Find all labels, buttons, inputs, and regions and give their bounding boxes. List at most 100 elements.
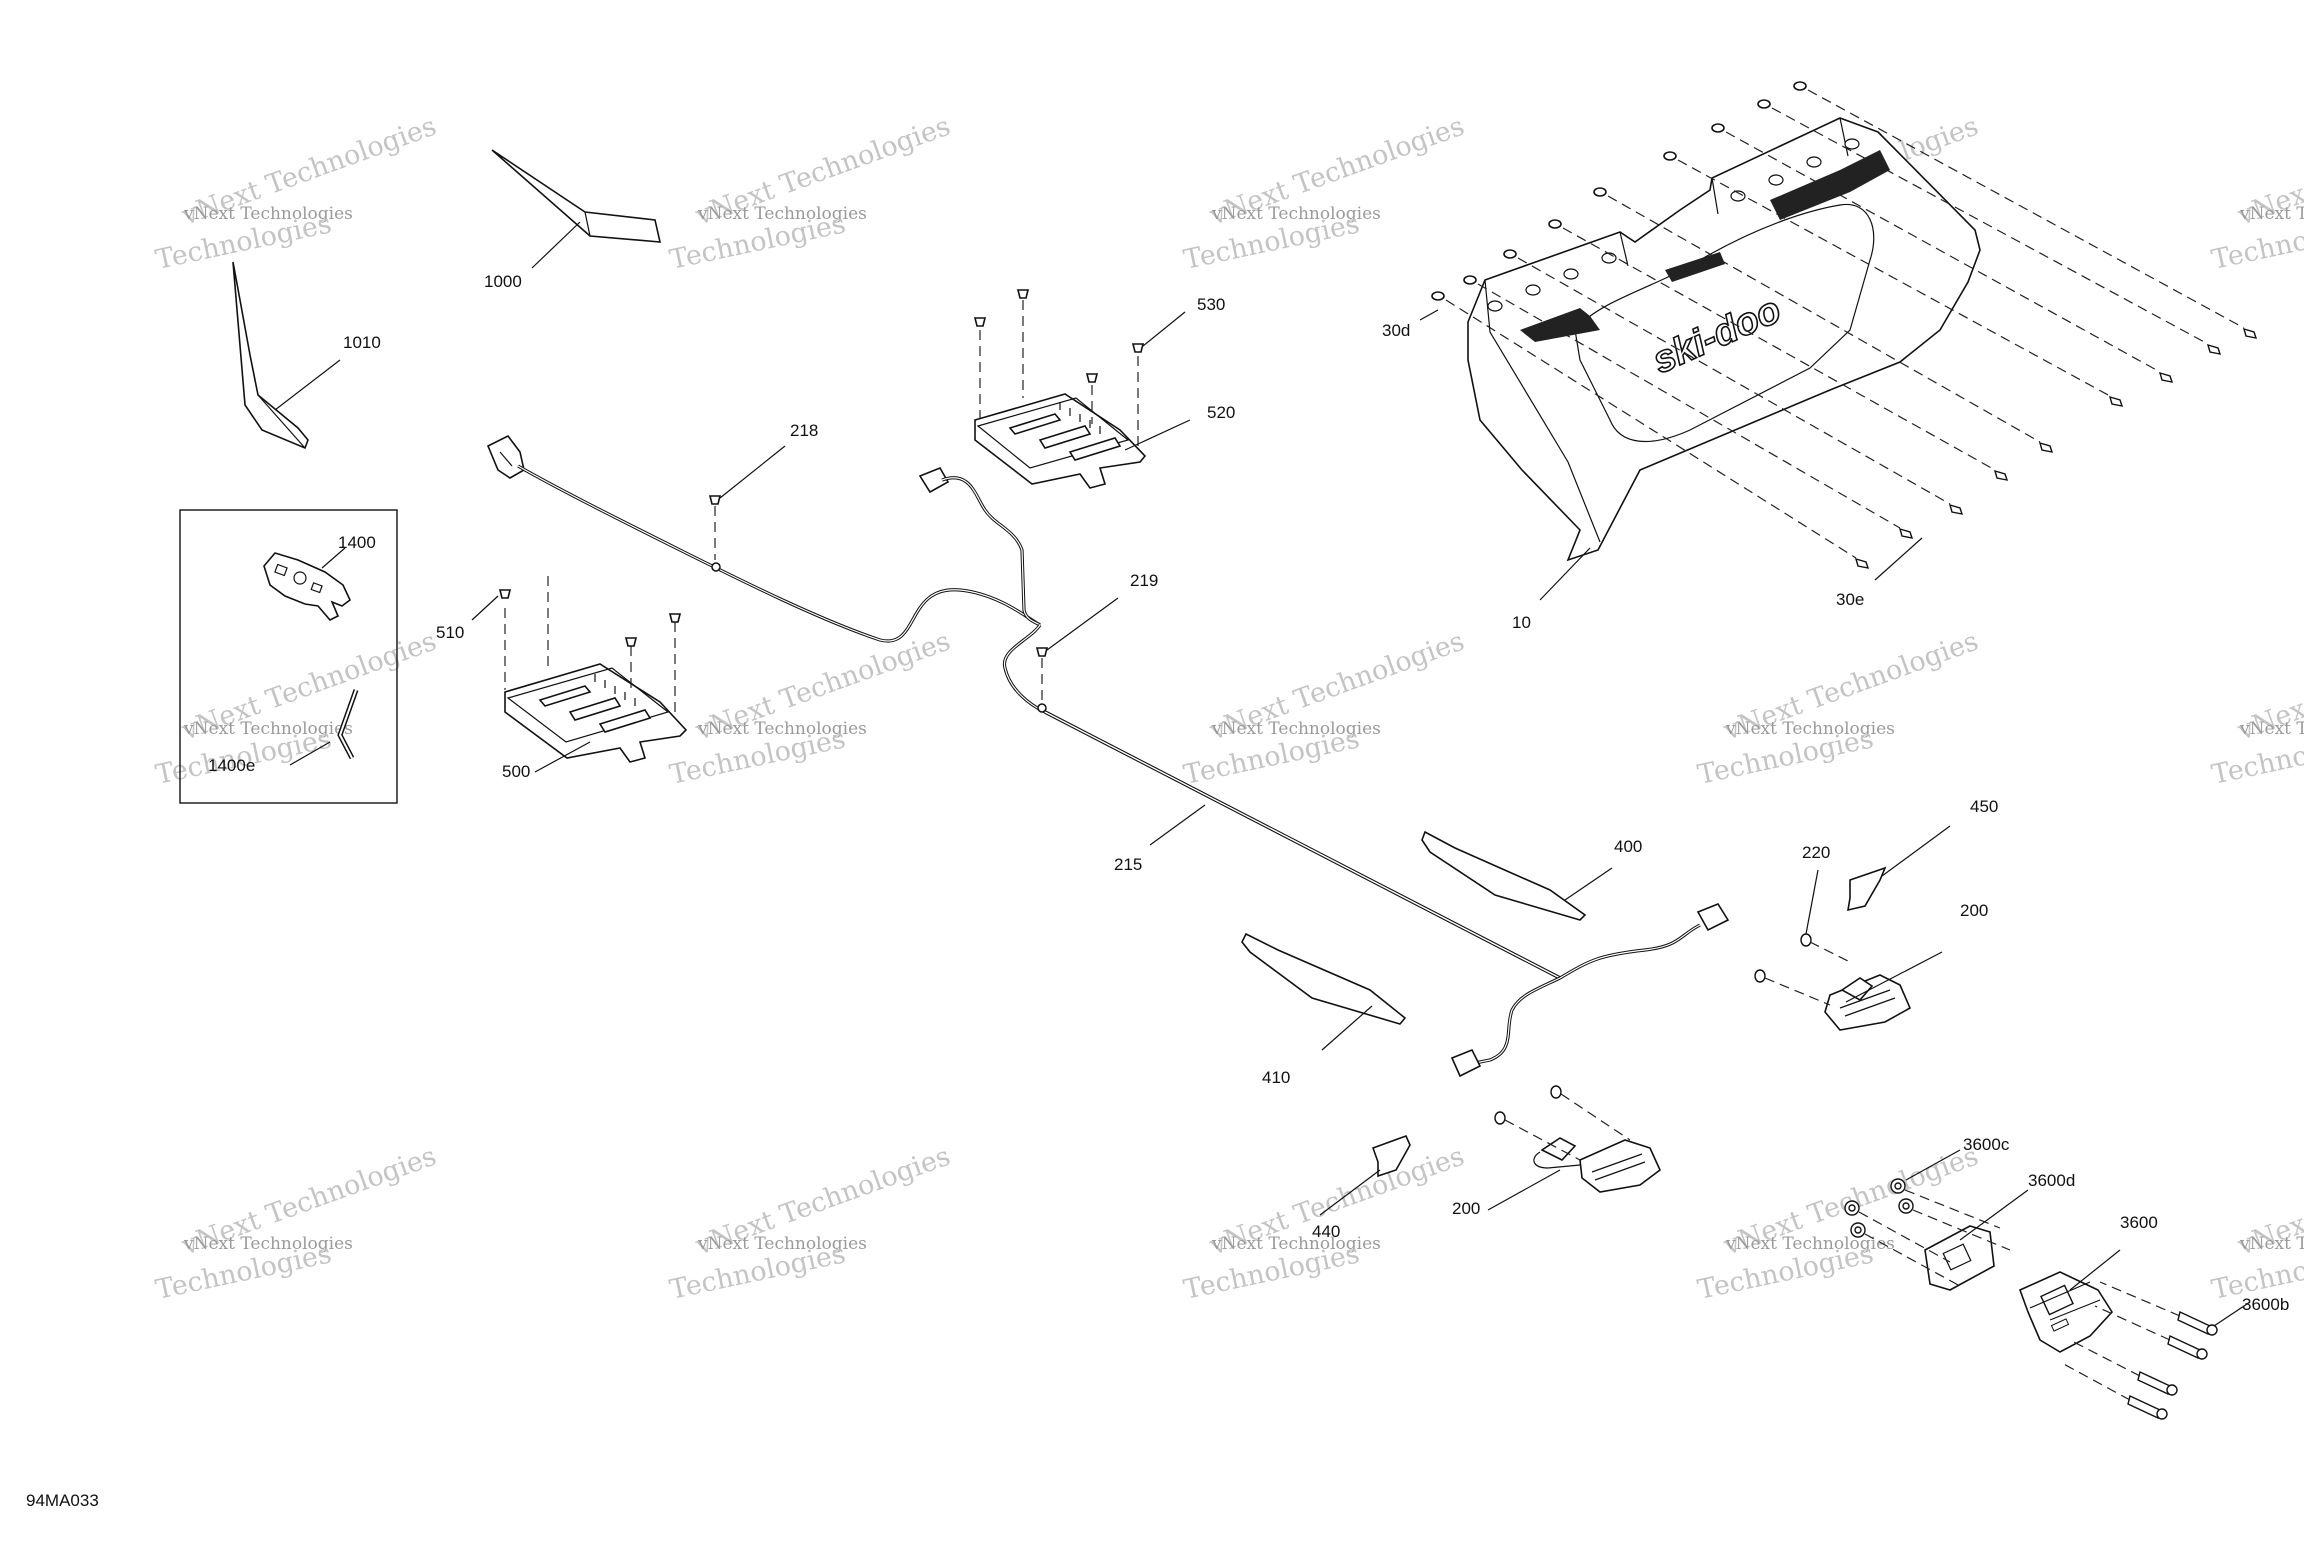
watermark-brand: vNext Technologies (1211, 719, 1381, 739)
part-520-step-plate (974, 300, 1191, 489)
part-3600-receiver (2018, 1249, 2121, 1353)
watermark-brand: vNext Technologies (697, 719, 867, 739)
part-3600b-bolts (2059, 1281, 2251, 1420)
callout-10: 10 (1512, 613, 1531, 632)
callout-510: 510 (436, 623, 464, 642)
part-510-clips (471, 589, 682, 647)
part-218-clip (708, 445, 786, 560)
part-220-washers (1494, 869, 1851, 1161)
callout-3600c: 3600c (1963, 1135, 2010, 1154)
callout-218: 218 (790, 421, 818, 440)
flap-screw (1948, 503, 1964, 515)
flap-washer (1463, 275, 1477, 285)
callout-450: 450 (1970, 797, 1998, 816)
part-1010-decal (232, 261, 341, 450)
part-500-step-plate (504, 576, 688, 773)
part-3600d-plate (1924, 1189, 2029, 1291)
callout-3600d: 3600d (2028, 1171, 2075, 1190)
callout-1000: 1000 (484, 272, 522, 291)
part-1000-decal (491, 149, 662, 269)
flap-washer (1503, 249, 1517, 259)
watermark-brand: vNext Technologies (1725, 1234, 1895, 1254)
fastener-axis (1771, 107, 2209, 345)
fastener-axis (1562, 227, 1996, 471)
flap-screw (2038, 441, 2054, 453)
watermark-brand: vNext Technologies (183, 719, 353, 739)
callout-1400: 1400 (338, 533, 376, 552)
flap-fasteners (1431, 81, 2258, 569)
fastener-axis (1677, 159, 2111, 397)
callout-3600b: 3600b (2242, 1295, 2289, 1314)
callout-30d: 30d (1382, 321, 1410, 340)
part-530-clips (973, 289, 1186, 383)
watermark-brand: vNext Technologies (2239, 1234, 2304, 1254)
flap-washer (1663, 151, 1677, 161)
part-215-wiring-harness (486, 434, 1730, 1078)
part-200-light-right (1824, 951, 1943, 1031)
flap-screw (1854, 557, 1870, 569)
watermark-brand: vNext Technologies (2239, 204, 2304, 224)
fastener-axis (1477, 283, 1901, 529)
callout-220: 220 (1802, 843, 1830, 862)
callout-200-right: 200 (1960, 901, 1988, 920)
drawing-code: 94MA033 (26, 1491, 99, 1510)
watermark-brand: vNext Technologies (697, 1234, 867, 1254)
flap-screw (2242, 327, 2258, 339)
flap-screw (1898, 527, 1914, 539)
callout-410: 410 (1262, 1068, 1290, 1087)
watermark-brand: vNext Technologies (183, 1234, 353, 1254)
flap-washer (1793, 81, 1807, 91)
watermark-brand: vNext Technologies (1211, 1234, 1381, 1254)
flap-screw (2158, 371, 2174, 383)
callout-219: 219 (1130, 571, 1158, 590)
callout-215: 215 (1114, 855, 1142, 874)
watermark-brand: vNext Technologies (697, 204, 867, 224)
callout-1400e: 1400e (208, 756, 255, 775)
watermark-brand: vNext Technologies (1211, 204, 1381, 224)
part-1400e-hex-key (289, 689, 359, 766)
part-400-reflector (1421, 830, 1613, 921)
callout-leader-30d (1419, 309, 1439, 321)
callout-400: 400 (1614, 837, 1642, 856)
part-10-flap: ski-doo (1467, 117, 1981, 601)
watermark-brand: vNext Technologies (2239, 719, 2304, 739)
callout-labels: 1000 1010 1400 1400e 218 530 520 510 500… (208, 272, 2289, 1314)
watermark-brand: vNext Technologies (183, 204, 353, 224)
callout-500: 500 (502, 762, 530, 781)
callout-440: 440 (1312, 1222, 1340, 1241)
fastener-axis (1445, 299, 1857, 559)
part-3600c-nuts (1844, 1149, 2011, 1287)
fastener-axis (1807, 89, 2245, 329)
part-410-reflector (1241, 932, 1407, 1051)
flap-washer (1757, 99, 1771, 109)
flap-screw (2206, 343, 2222, 355)
flap-washer (1431, 291, 1445, 301)
part-450-decal (1847, 825, 1951, 912)
flap-washer (1711, 123, 1725, 133)
callout-200-left: 200 (1452, 1199, 1480, 1218)
fastener-axis (1607, 195, 2041, 443)
part-440-decal (1319, 1134, 1411, 1216)
flap-washer (1593, 187, 1607, 197)
watermark-brand: vNext Technologies (1725, 719, 1895, 739)
callout-1010: 1010 (343, 333, 381, 352)
flap-screw (1993, 469, 2009, 481)
flap-washer (1548, 219, 1562, 229)
callout-520: 520 (1207, 403, 1235, 422)
flap-screw (2108, 395, 2124, 407)
fastener-axis (1725, 131, 2161, 373)
callout-30e: 30e (1836, 590, 1864, 609)
